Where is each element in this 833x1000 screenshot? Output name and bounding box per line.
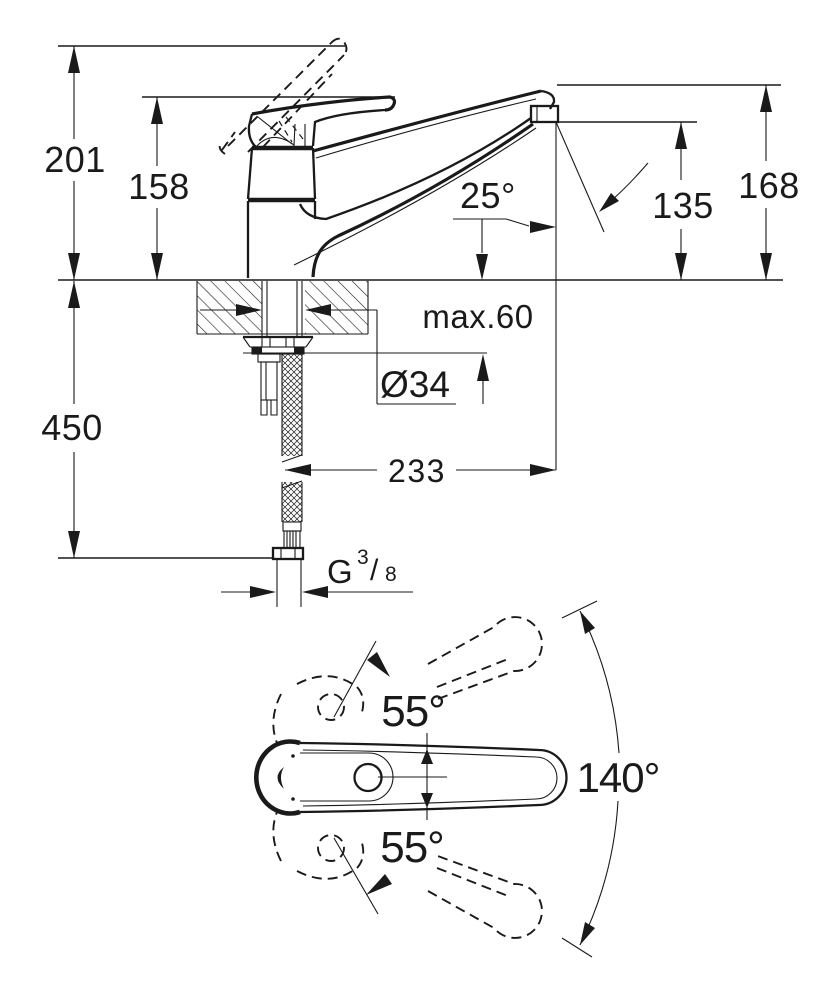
thread-denominator-label: 8 <box>385 563 397 586</box>
faucet-body <box>246 145 317 278</box>
pivot-marker <box>421 733 433 820</box>
dimension-25deg: 25° <box>453 175 556 280</box>
dim-dia34-label: Ø34 <box>380 364 450 405</box>
reference-lines <box>58 45 783 559</box>
dim-140-label: 140° <box>577 754 660 801</box>
lever-up-left-fragment-dashed <box>272 675 365 744</box>
lever-up-right-dashed <box>427 616 543 701</box>
dim-450-label: 450 <box>41 407 103 448</box>
dimension-450: 450 <box>41 281 103 558</box>
dim-158-label: 158 <box>128 166 190 207</box>
hose-end-fitting <box>271 521 305 607</box>
dim-55-upper-label: 55° <box>381 687 445 736</box>
flex-hose <box>281 354 303 522</box>
lever-down-right-dashed <box>427 854 543 939</box>
counter-deck-section <box>196 281 369 335</box>
stream-direction-indicator <box>555 121 649 233</box>
dim-55-lower-label: 55° <box>380 823 444 872</box>
dimension-168: 168 <box>738 85 800 280</box>
dim-233-label: 233 <box>388 453 446 489</box>
thread-g-label: G <box>327 553 353 590</box>
lever-handle <box>247 95 397 150</box>
side-view: 201 158 168 135 450 <box>41 37 800 607</box>
dimension-233: 233 <box>285 453 556 489</box>
dimension-55deg-lower: 55° <box>333 823 445 915</box>
dimension-201: 201 <box>44 46 106 280</box>
mounting-stud <box>257 353 281 416</box>
dim-135-label: 135 <box>652 185 714 226</box>
dimension-hole-diameter: Ø34 <box>243 352 489 405</box>
thread-numerator-label: 3 <box>357 546 369 569</box>
dimension-135: 135 <box>652 122 714 280</box>
top-view: 55° 55° 140° <box>254 600 660 958</box>
dimension-thread-g38: G 3 / 8 <box>221 546 413 598</box>
dimension-158: 158 <box>128 97 190 280</box>
spout <box>293 89 560 278</box>
lever-handle-raised-dashed <box>218 37 348 155</box>
dim-168-label: 168 <box>738 165 800 206</box>
dimension-140deg: 140° <box>561 600 660 958</box>
dim-max60-label: max.60 <box>422 298 533 335</box>
dim-25deg-label: 25° <box>460 175 516 216</box>
thread-slash-label: / <box>370 554 379 587</box>
dim-201-label: 201 <box>44 139 106 180</box>
dimension-55deg-upper: 55° <box>333 640 446 736</box>
lever-down-left-fragment-dashed <box>272 811 365 880</box>
top-view-lever <box>254 739 568 816</box>
